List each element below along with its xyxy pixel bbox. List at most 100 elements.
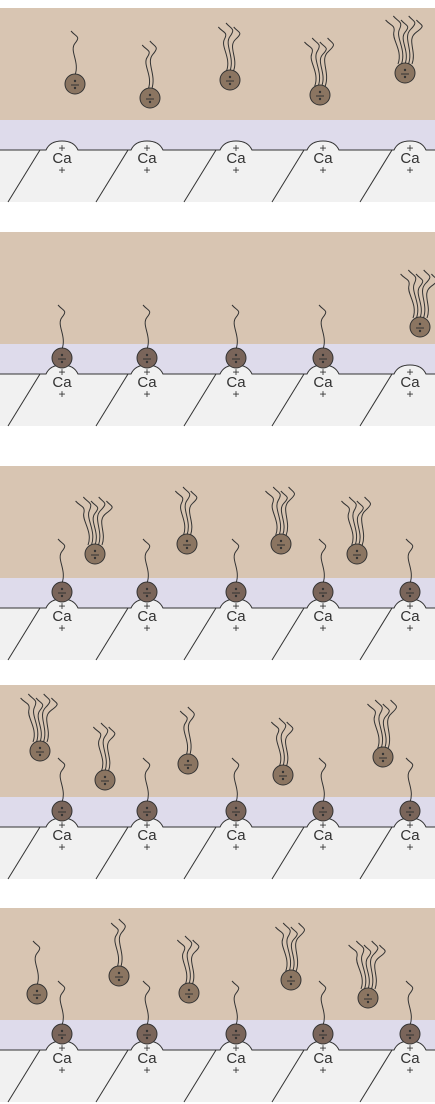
molecule-head	[400, 582, 420, 602]
plus-sign: +	[232, 840, 239, 854]
head-dot	[235, 588, 237, 590]
head-dot	[61, 1037, 63, 1039]
plus-sign: +	[319, 1063, 326, 1077]
head-dot	[229, 83, 231, 85]
head-dot	[188, 989, 190, 991]
molecule-head	[226, 1024, 246, 1044]
plus-sign: +	[143, 840, 150, 854]
head-dot	[235, 595, 237, 597]
head-dot	[235, 807, 237, 809]
molecule-head	[140, 88, 160, 108]
molecule-head	[310, 85, 330, 105]
head-dot	[118, 972, 120, 974]
head-dot	[409, 1030, 411, 1032]
head-dot	[187, 767, 189, 769]
head-dot	[188, 996, 190, 998]
molecule-head	[179, 983, 199, 1003]
head-dot	[36, 997, 38, 999]
head-dot	[404, 76, 406, 78]
molecule-head	[137, 1024, 157, 1044]
head-dot	[419, 330, 421, 332]
head-dot	[322, 595, 324, 597]
head-dot	[186, 540, 188, 542]
head-dot	[61, 588, 63, 590]
molecule-head	[52, 1024, 72, 1044]
head-dot	[39, 754, 41, 756]
head-dot	[367, 1001, 369, 1003]
molecule-head	[177, 534, 197, 554]
head-dot	[367, 994, 369, 996]
head-dot	[146, 361, 148, 363]
head-dot	[146, 588, 148, 590]
head-dot	[356, 550, 358, 552]
molecule-head	[52, 582, 72, 602]
molecule-head	[347, 544, 367, 564]
head-dot	[61, 354, 63, 356]
molecule-head	[313, 348, 333, 368]
molecule-head	[109, 966, 129, 986]
head-dot	[409, 595, 411, 597]
molecule-head	[313, 1024, 333, 1044]
plus-sign: +	[319, 840, 326, 854]
head-dot	[290, 976, 292, 978]
molecule-head	[178, 754, 198, 774]
plus-sign: +	[143, 621, 150, 635]
molecule-head	[226, 801, 246, 821]
molecule-head	[226, 582, 246, 602]
molecule-head	[27, 984, 47, 1004]
molecule-head	[137, 801, 157, 821]
head-dot	[235, 814, 237, 816]
head-dot	[322, 1030, 324, 1032]
head-dot	[61, 361, 63, 363]
head-dot	[229, 76, 231, 78]
panel-p1: +Ca++Ca++Ca++Ca++Ca+	[0, 8, 435, 202]
plus-sign: +	[406, 387, 413, 401]
plus-sign: +	[406, 621, 413, 635]
head-dot	[146, 354, 148, 356]
head-dot	[61, 595, 63, 597]
plus-sign: +	[143, 1063, 150, 1077]
head-dot	[409, 814, 411, 816]
plus-sign: +	[58, 1063, 65, 1077]
plus-sign: +	[143, 387, 150, 401]
molecule-head	[273, 765, 293, 785]
head-dot	[149, 101, 151, 103]
head-dot	[282, 771, 284, 773]
molecule-head	[85, 544, 105, 564]
plus-sign: +	[232, 163, 239, 177]
head-dot	[235, 1037, 237, 1039]
plus-sign: +	[58, 621, 65, 635]
head-dot	[356, 557, 358, 559]
head-dot	[146, 1030, 148, 1032]
molecule-head	[95, 770, 115, 790]
panel-p5: +Ca++Ca++Ca++Ca++Ca+	[0, 908, 435, 1102]
liquid-phase	[0, 466, 435, 578]
head-dot	[235, 1030, 237, 1032]
head-dot	[409, 1037, 411, 1039]
head-dot	[146, 814, 148, 816]
plus-sign: +	[143, 163, 150, 177]
panel-p2: +Ca++Ca++Ca++Ca++Ca+	[0, 232, 435, 426]
plus-sign: +	[319, 163, 326, 177]
molecule-head	[52, 348, 72, 368]
head-dot	[146, 1037, 148, 1039]
head-dot	[186, 547, 188, 549]
molecule-head	[313, 801, 333, 821]
head-dot	[322, 814, 324, 816]
molecule-head	[137, 582, 157, 602]
head-dot	[118, 979, 120, 981]
head-dot	[319, 98, 321, 100]
molecule-head	[271, 534, 291, 554]
head-dot	[419, 323, 421, 325]
panels-root: +Ca++Ca++Ca++Ca++Ca++Ca++Ca++Ca++Ca++Ca+…	[0, 8, 435, 1102]
molecule-head	[395, 63, 415, 83]
head-dot	[94, 550, 96, 552]
liquid-phase	[0, 685, 435, 797]
molecule-head	[358, 988, 378, 1008]
molecule-head	[400, 801, 420, 821]
head-dot	[382, 760, 384, 762]
head-dot	[146, 595, 148, 597]
molecule-head	[281, 970, 301, 990]
head-dot	[36, 990, 38, 992]
